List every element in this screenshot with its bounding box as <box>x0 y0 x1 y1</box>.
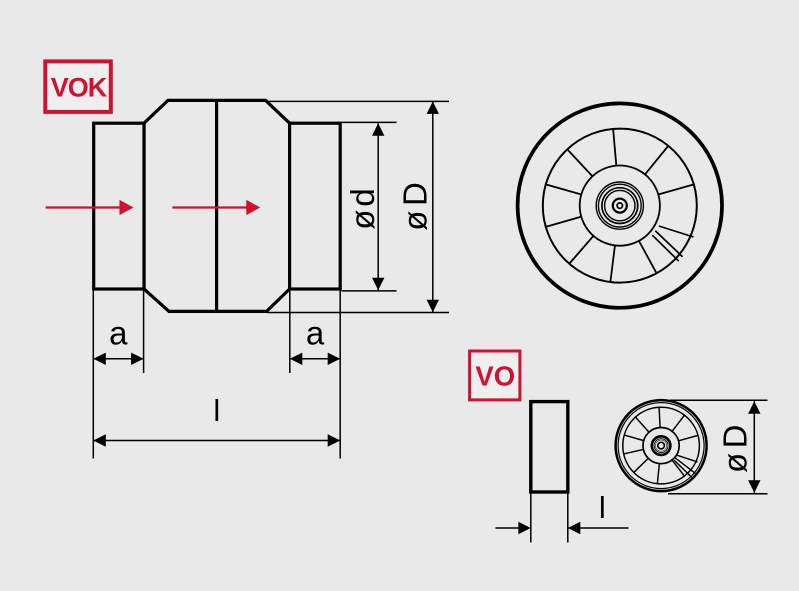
svg-text:øD: øD <box>717 420 754 473</box>
svg-text:l: l <box>213 393 220 428</box>
svg-text:ød: ød <box>344 185 381 230</box>
svg-text:l: l <box>599 490 606 525</box>
svg-text:øD: øD <box>397 178 434 231</box>
svg-text:a: a <box>306 314 325 351</box>
svg-text:VO: VO <box>475 361 515 392</box>
svg-text:VOK: VOK <box>51 72 108 102</box>
svg-text:a: a <box>109 314 128 351</box>
